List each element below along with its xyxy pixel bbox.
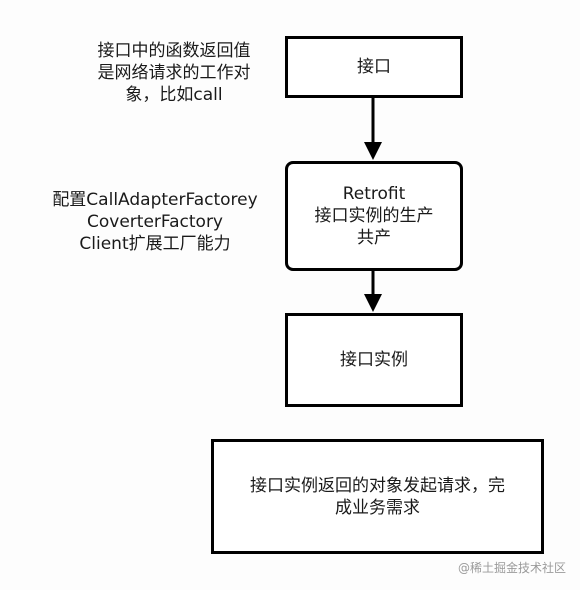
edge-interface-to-retrofit	[364, 97, 382, 160]
edge-retrofit-to-instance	[364, 270, 382, 312]
node-interface: 接口	[285, 36, 463, 98]
note-return-value-line-1: 接口中的函数返回值	[97, 41, 251, 61]
note-config-line-3: Client扩展工厂能力	[79, 234, 231, 254]
note-config-line-1: 配置CallAdapterFactorey	[52, 190, 258, 210]
note-config-line-2: CoverterFactory	[87, 212, 223, 232]
node-instance-label: 接口实例	[340, 350, 408, 370]
note-config: 配置CallAdapterFactorey CoverterFactory Cl…	[40, 189, 270, 255]
node-instance: 接口实例	[285, 313, 463, 407]
node-retrofit-line-1: Retrofit	[342, 184, 406, 204]
node-retrofit-line-2: 接口实例的生产	[314, 206, 434, 226]
node-result-line-1: 接口实例返回的对象发起请求，完	[250, 475, 505, 496]
node-retrofit-line-3: 共产	[357, 228, 391, 248]
note-return-value-line-2: 是网络请求的工作对	[97, 63, 251, 83]
watermark: @稀土掘金技术社区	[457, 561, 566, 575]
node-retrofit: Retrofit 接口实例的生产 共产	[285, 161, 463, 271]
node-interface-label: 接口	[357, 57, 391, 77]
note-return-value: 接口中的函数返回值 是网络请求的工作对 象，比如call	[84, 40, 264, 106]
node-result-line-2: 成业务需求	[335, 497, 420, 518]
node-result: 接口实例返回的对象发起请求，完 成业务需求	[211, 439, 544, 554]
note-return-value-line-3: 象，比如call	[125, 85, 223, 105]
